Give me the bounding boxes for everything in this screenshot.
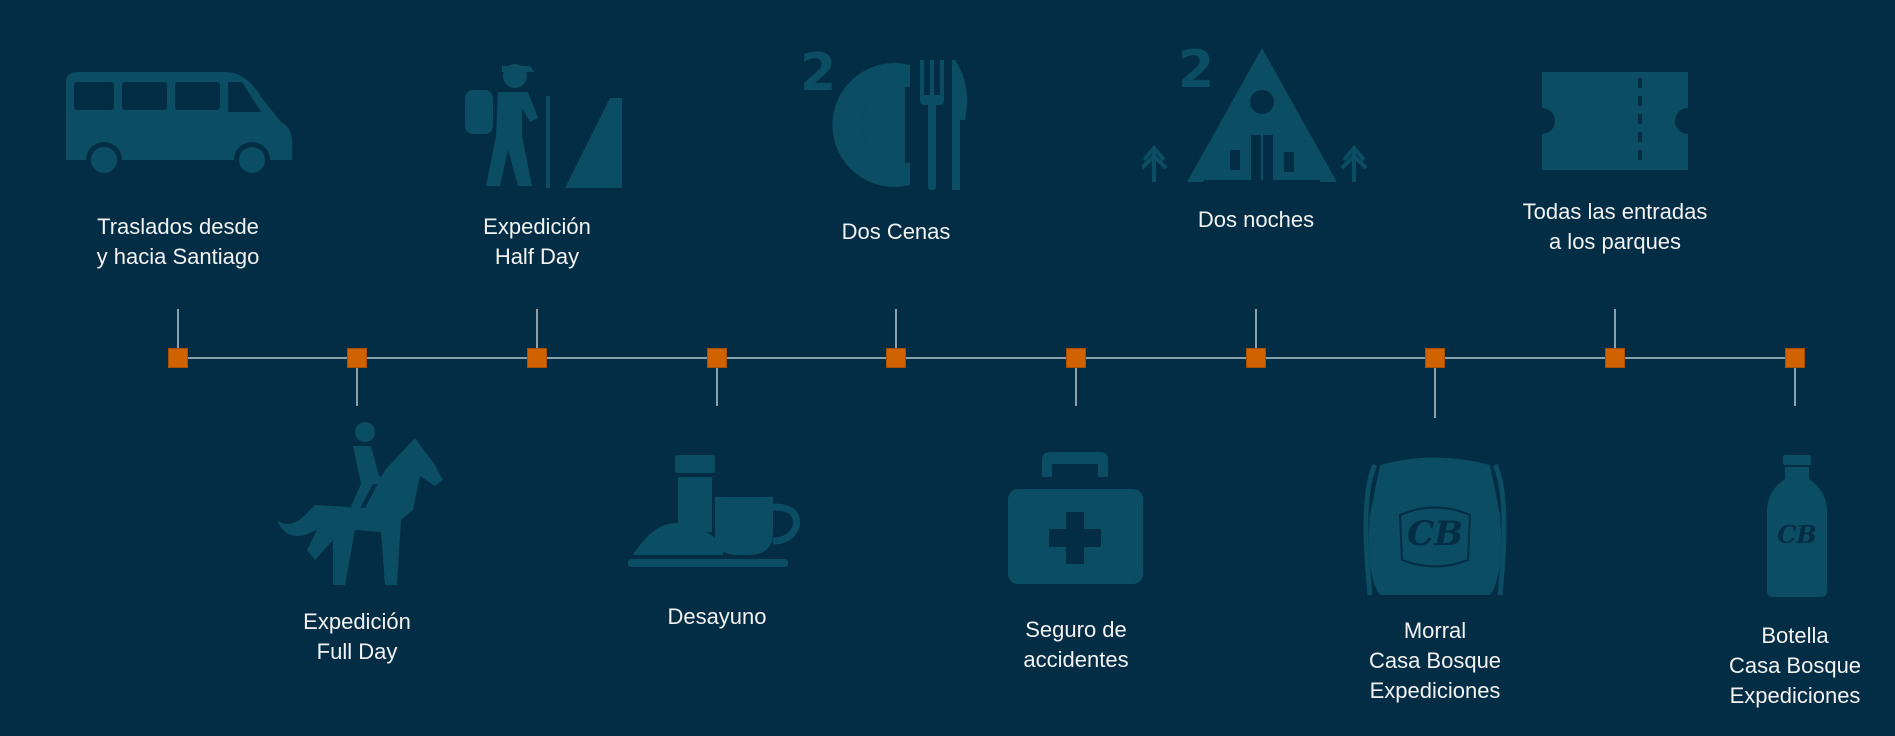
badge-number: 2 bbox=[1178, 42, 1214, 100]
badge-number: 2 bbox=[800, 45, 836, 103]
label-dos-noches: Dos noches bbox=[1116, 205, 1396, 237]
label-line: Half Day bbox=[494, 244, 580, 269]
label-line: Dos Cenas bbox=[841, 219, 951, 244]
cabin-icon: 2 bbox=[1142, 42, 1382, 182]
timeline-marker bbox=[527, 348, 547, 368]
label-desayuno: Desayuno bbox=[577, 602, 857, 632]
label-line: Botella bbox=[1761, 623, 1829, 648]
first-aid-kit-icon bbox=[1008, 452, 1143, 584]
timeline-marker bbox=[1425, 348, 1445, 368]
stem bbox=[1255, 309, 1257, 357]
dinner-plate-icon: 2 bbox=[800, 45, 975, 195]
timeline-marker bbox=[1605, 348, 1625, 368]
label-line: Expediciones bbox=[1369, 678, 1501, 703]
label-line: a los parques bbox=[1548, 229, 1682, 254]
label-seguro: Seguro de accidentes bbox=[936, 615, 1216, 675]
stem bbox=[177, 309, 179, 357]
label-line: Full Day bbox=[316, 639, 398, 664]
van-icon bbox=[56, 72, 296, 182]
cb-logo: CB bbox=[1407, 514, 1463, 554]
label-line: Expediciones bbox=[1729, 683, 1861, 708]
label-dos-cenas: Dos Cenas bbox=[756, 217, 1036, 247]
label-line: accidentes bbox=[1023, 647, 1129, 672]
breakfast-icon bbox=[628, 455, 808, 570]
stem bbox=[356, 358, 358, 406]
stem bbox=[1434, 358, 1436, 418]
label-line: Expedición bbox=[303, 609, 411, 634]
timeline-line bbox=[178, 357, 1795, 359]
timeline-marker bbox=[1066, 348, 1086, 368]
stem bbox=[536, 309, 538, 357]
hiker-icon bbox=[460, 58, 625, 188]
timeline-marker bbox=[168, 348, 188, 368]
stem bbox=[895, 309, 897, 357]
label-line: Casa Bosque bbox=[1368, 648, 1502, 673]
timeline-marker bbox=[1785, 348, 1805, 368]
backpack-icon: CB bbox=[1360, 455, 1510, 600]
label-line: Seguro de bbox=[1025, 617, 1127, 642]
label-line: Traslados desde bbox=[97, 214, 259, 239]
label-line: y hacia Santiago bbox=[96, 244, 260, 269]
ticket-icon bbox=[1542, 72, 1688, 170]
label-line: Todas las entradas bbox=[1522, 199, 1708, 224]
horse-rider-icon bbox=[275, 420, 445, 585]
label-line: Desayuno bbox=[667, 604, 767, 629]
label-line: Dos noches bbox=[1197, 207, 1315, 232]
stem bbox=[716, 358, 718, 406]
stem bbox=[1794, 358, 1796, 406]
stem bbox=[1075, 358, 1077, 406]
label-traslados: Traslados desde y hacia Santiago bbox=[38, 212, 318, 272]
label-entradas: Todas las entradas a los parques bbox=[1475, 197, 1755, 257]
cb-logo: CB bbox=[1777, 520, 1816, 549]
label-line: Casa Bosque bbox=[1728, 653, 1862, 678]
label-line: Expedición bbox=[483, 214, 591, 239]
label-line: Morral bbox=[1403, 618, 1467, 643]
timeline-marker bbox=[347, 348, 367, 368]
timeline-marker bbox=[707, 348, 727, 368]
bottle-icon: CB bbox=[1765, 455, 1829, 597]
stem bbox=[1614, 309, 1616, 357]
timeline-marker bbox=[886, 348, 906, 368]
timeline-marker bbox=[1246, 348, 1266, 368]
